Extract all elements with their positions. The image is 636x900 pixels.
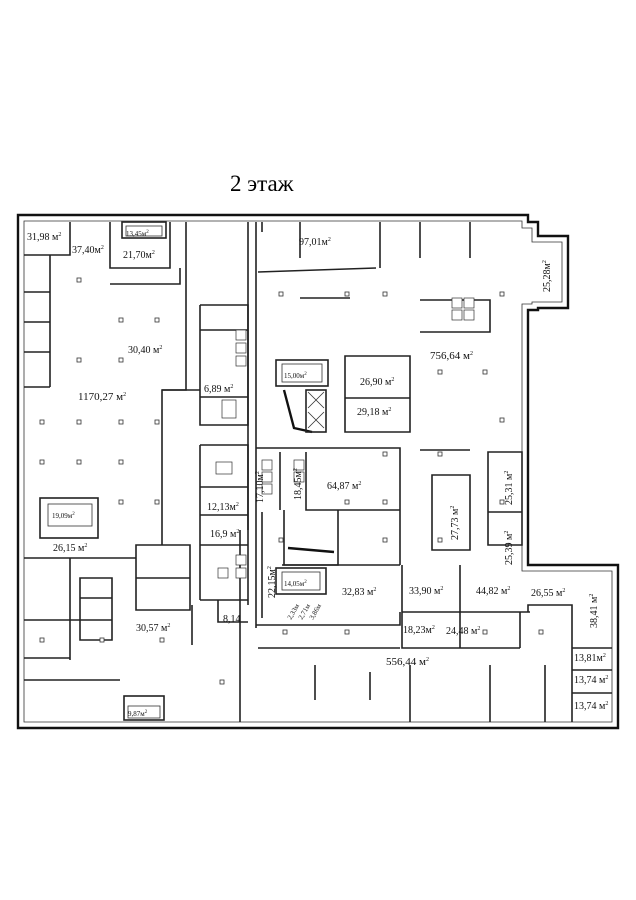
room-label-r22: 26,15 м2 xyxy=(53,543,87,554)
room-label-r35: 3,86м xyxy=(308,602,324,621)
stair-cores xyxy=(39,221,335,721)
room-label-r5: 97,01м2 xyxy=(299,237,331,248)
outer-walls xyxy=(16,213,620,730)
room-label-r30: 38,41 м2 xyxy=(589,594,600,628)
room-label-r27: 33,90 м2 xyxy=(409,586,443,597)
room-label-r42: 9,87м2 xyxy=(128,710,148,718)
room-label-r26: 32,83 м2 xyxy=(342,587,376,598)
room-label-r6: 25,28м2 xyxy=(542,260,553,292)
room-label-r9: 1170,27 м2 xyxy=(78,391,126,403)
room-label-r36: 18,23м2 xyxy=(403,625,435,636)
room-label-r39: 13,81м2 xyxy=(574,653,606,664)
room-label-r37: 24,48 м2 xyxy=(446,626,480,637)
room-label-r29: 26,55 м2 xyxy=(531,588,565,599)
room-label-r40: 13,74 м2 xyxy=(574,675,608,686)
toilet-fixtures xyxy=(215,297,475,579)
room-label-r25: 14,05м2 xyxy=(284,580,307,588)
room-label-r4: 21,70м2 xyxy=(123,250,155,261)
room-label-r15: 18,45м2 xyxy=(293,468,304,500)
room-label-r23: 25,39 м2 xyxy=(504,531,515,565)
room-label-r16: 64,87 м2 xyxy=(327,481,361,492)
room-label-r1: 31,98 м2 xyxy=(27,232,61,243)
room-label-r11: 15,00м2 xyxy=(284,372,307,380)
room-label-r21: 16,9 м2 xyxy=(210,529,239,540)
room-label-r14: 17,10м2 xyxy=(255,471,266,503)
room-label-r13: 29,18 м2 xyxy=(357,407,391,418)
room-label-r7: 30,40 м2 xyxy=(128,345,162,356)
room-label-r19: 27,73 м2 xyxy=(450,506,461,540)
room-label-r32: 8,14 xyxy=(223,614,241,625)
room-label-r2: 37,40м2 xyxy=(72,245,104,256)
room-label-r24: 22,15м2 xyxy=(267,566,278,598)
room-labels: 31,98 м2 37,40м2 13,45м2 21,70м2 97,01м2… xyxy=(27,230,608,718)
room-label-r8: 756,64 м2 xyxy=(430,350,473,362)
room-label-r38: 556,44 м2 xyxy=(386,656,429,668)
room-label-r17: 12,13м2 xyxy=(207,502,239,513)
room-label-r3: 13,45м2 xyxy=(126,230,149,238)
room-label-r12: 26,90 м2 xyxy=(360,377,394,388)
room-label-r20: 19,09м2 xyxy=(52,512,75,520)
interior-walls xyxy=(24,222,612,722)
structural-columns xyxy=(39,277,544,685)
room-label-r28: 44,82 м2 xyxy=(476,586,510,597)
room-label-r31: 30,57 м2 xyxy=(136,623,170,634)
floor-title: 2 этаж xyxy=(230,171,294,196)
room-label-r10: 6,89 м2 xyxy=(204,384,233,395)
room-label-r18: 25,31 м2 xyxy=(504,471,515,505)
room-label-r41: 13,74 м2 xyxy=(574,701,608,712)
